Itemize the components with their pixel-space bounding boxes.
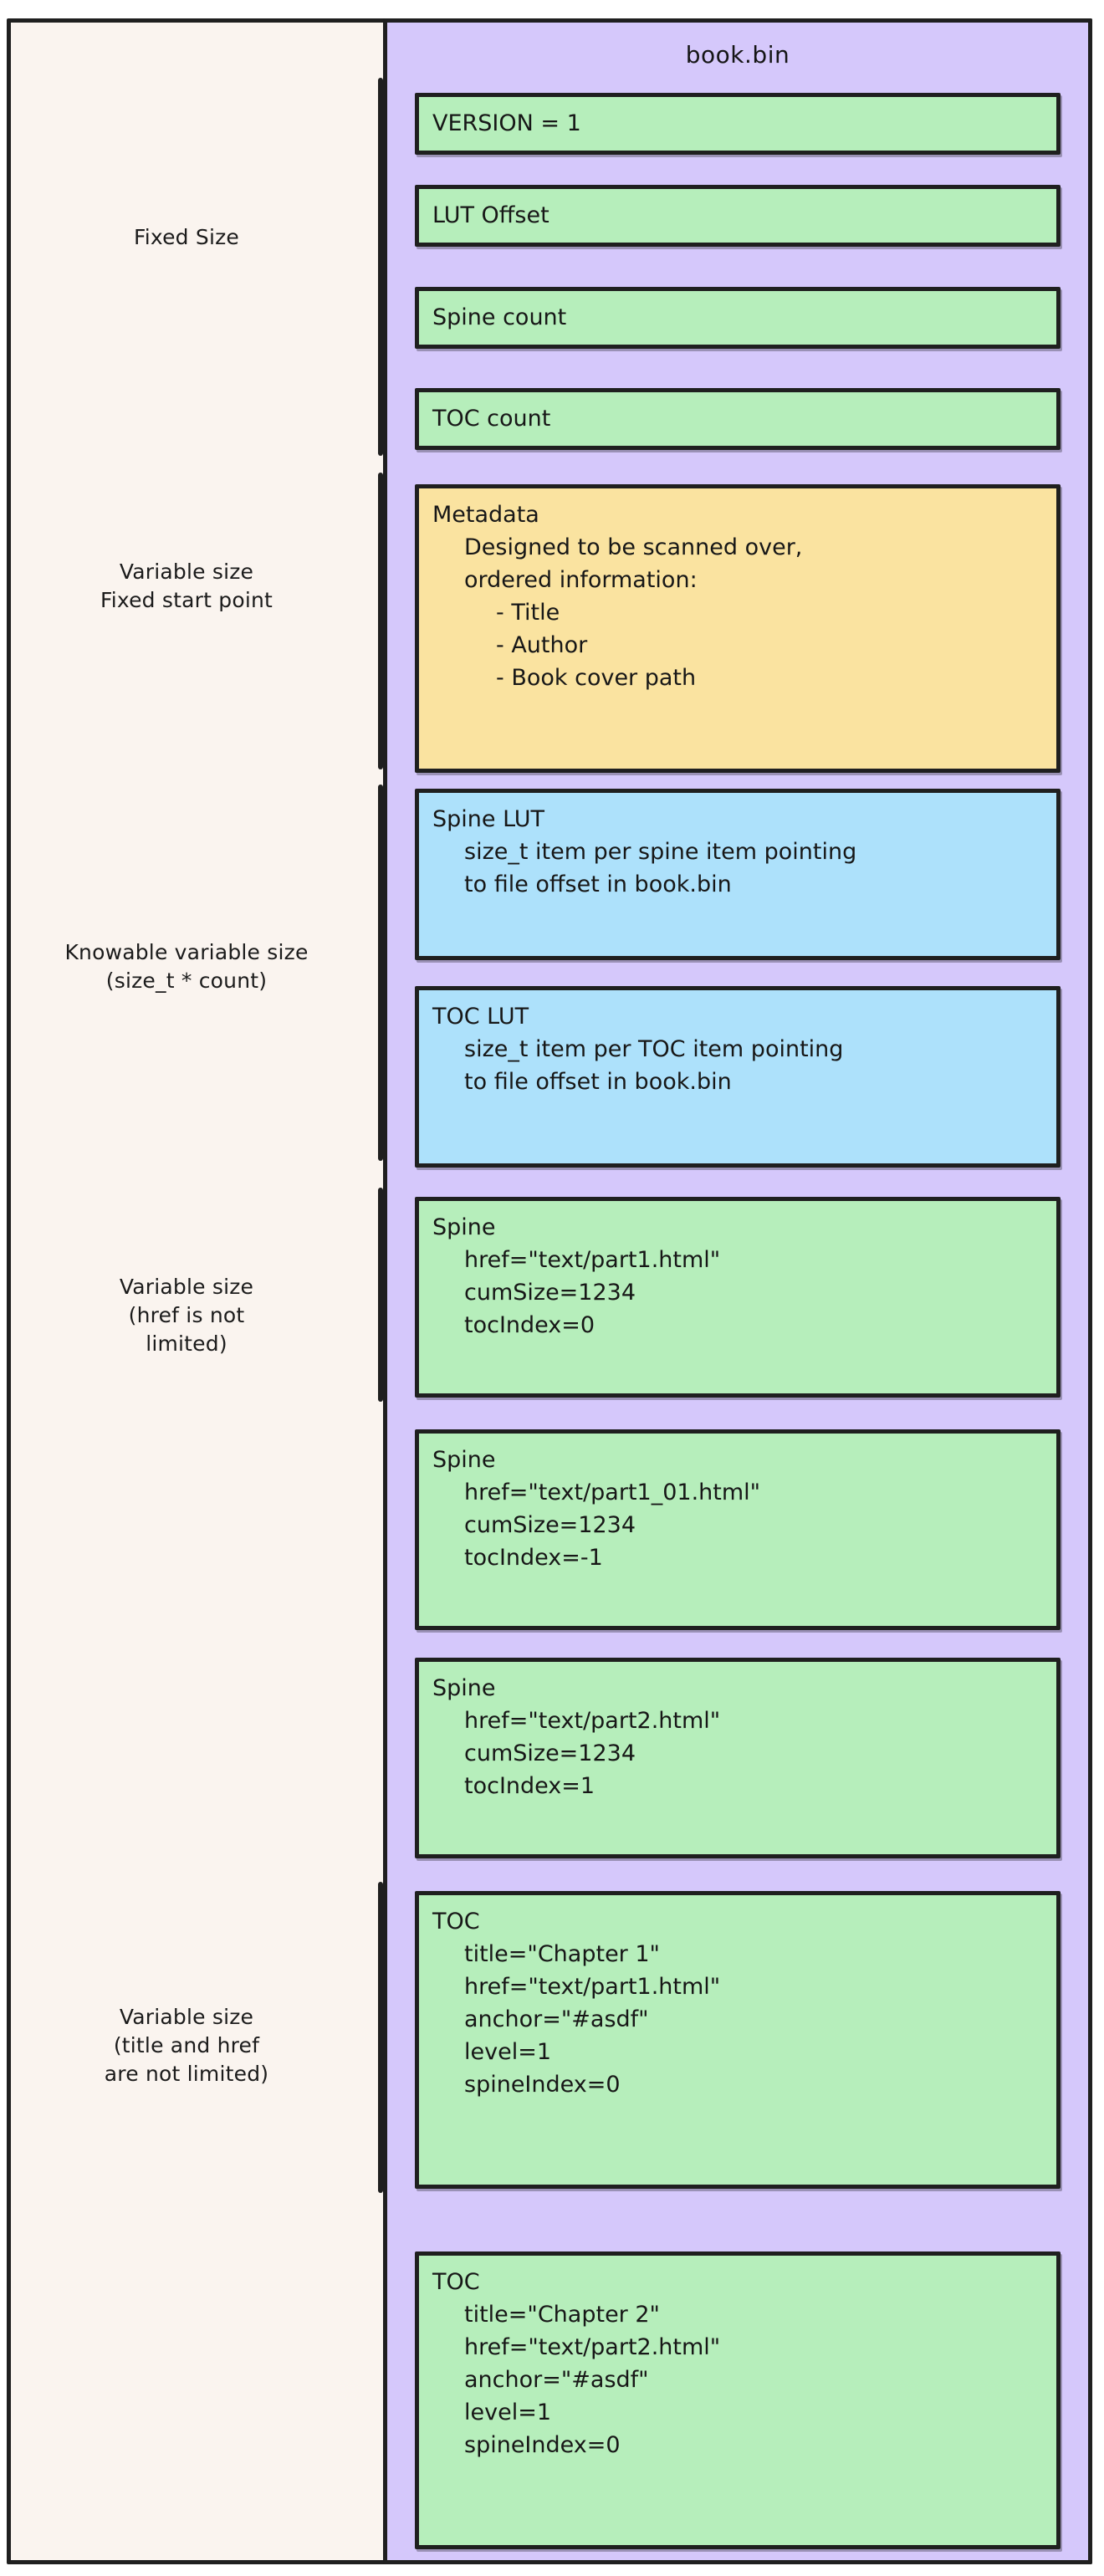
group-bracket-variable-href: [378, 1188, 383, 1402]
record-line: - Book cover path: [496, 665, 697, 691]
record-line: - Author: [496, 632, 588, 658]
record-toc-count: TOC count: [415, 388, 1061, 450]
record-line: spineIndex=0: [464, 2432, 621, 2458]
record-line: href="text/part2.html": [464, 2334, 721, 2360]
annotation-variable-href: Variable size (href is not limited): [11, 1273, 362, 1358]
record-toc-1: TOC title="Chapter 1" href="text/part1.h…: [415, 1891, 1061, 2189]
record-line: size_t item per TOC item pointing: [464, 1036, 844, 1062]
record-line: anchor="#asdf": [464, 2367, 649, 2393]
annotation-line: (title and href: [113, 2033, 260, 2057]
annotation-line: limited): [146, 1331, 227, 1356]
annotation-variable-fixed-start: Variable size Fixed start point: [11, 558, 362, 615]
record-toc-lut: TOC LUT size_t item per TOC item pointin…: [415, 986, 1061, 1168]
record-line: href="text/part2.html": [464, 1708, 721, 1734]
annotation-knowable-variable-size: Knowable variable size (size_t * count): [11, 938, 362, 995]
annotation-line: Variable size: [119, 2005, 254, 2029]
record-line: Spine: [432, 1675, 496, 1701]
record-line: tocIndex=1: [464, 1773, 595, 1799]
book-bin-container: book.bin VERSION = 1 LUT Offset Spine co…: [383, 18, 1092, 2564]
record-line: level=1: [464, 2039, 552, 2065]
record-line: cumSize=1234: [464, 1740, 636, 1766]
annotation-line: Variable size: [119, 560, 254, 584]
record-line: TOC: [432, 1909, 480, 1935]
annotation-line: Fixed Size: [133, 225, 240, 249]
annotation-variable-title-href: Variable size (title and href are not li…: [11, 2003, 362, 2088]
record-line: cumSize=1234: [464, 1280, 636, 1306]
record-line: title="Chapter 1": [464, 1941, 660, 1967]
record-line: cumSize=1234: [464, 1512, 636, 1538]
record-line: Spine LUT: [432, 806, 545, 832]
record-line: Metadata: [432, 502, 539, 528]
record-line: TOC count: [432, 405, 551, 432]
annotation-line: Variable size: [119, 1275, 254, 1299]
group-bracket-fixed-size: [378, 78, 383, 456]
annotation-line: Fixed start point: [100, 588, 273, 612]
annotation-line: (href is not: [128, 1303, 245, 1327]
record-spine-lut: Spine LUT size_t item per spine item poi…: [415, 789, 1061, 960]
record-line: to file offset in book.bin: [464, 871, 732, 897]
record-metadata: Metadata Designed to be scanned over, or…: [415, 484, 1061, 773]
record-line: TOC LUT: [432, 1004, 529, 1030]
record-line: Designed to be scanned over,: [464, 534, 803, 560]
record-line: href="text/part1.html": [464, 1247, 721, 1273]
record-line: spineIndex=0: [464, 2072, 621, 2098]
record-toc-2: TOC title="Chapter 2" href="text/part2.h…: [415, 2251, 1061, 2549]
record-line: anchor="#asdf": [464, 2006, 649, 2032]
record-line: Spine count: [432, 304, 567, 330]
record-line: VERSION = 1: [432, 110, 581, 136]
record-version: VERSION = 1: [415, 93, 1061, 155]
record-spine-count: Spine count: [415, 287, 1061, 349]
annotation-column: Fixed Size Variable size Fixed start poi…: [11, 23, 383, 2560]
record-line: href="text/part1.html": [464, 1974, 721, 2000]
record-line: level=1: [464, 2400, 552, 2425]
record-lut-offset: LUT Offset: [415, 185, 1061, 247]
record-spine-1: Spine href="text/part1.html" cumSize=123…: [415, 1197, 1061, 1398]
container-title: book.bin: [685, 41, 790, 69]
group-bracket-knowable-variable: [378, 785, 383, 1161]
record-line: Spine: [432, 1447, 496, 1473]
annotation-line: are not limited): [104, 2062, 269, 2086]
annotation-line: (size_t * count): [105, 969, 268, 993]
record-spine-3: Spine href="text/part2.html" cumSize=123…: [415, 1658, 1061, 1858]
record-line: Spine: [432, 1214, 496, 1240]
record-line: size_t item per spine item pointing: [464, 839, 857, 865]
record-line: - Title: [496, 600, 560, 626]
record-line: tocIndex=0: [464, 1312, 595, 1338]
record-spine-2: Spine href="text/part1_01.html" cumSize=…: [415, 1429, 1061, 1630]
record-line: tocIndex=-1: [464, 1545, 603, 1571]
annotation-line: Knowable variable size: [64, 940, 309, 964]
group-bracket-variable-title-href: [378, 1882, 383, 2193]
record-line: to file offset in book.bin: [464, 1069, 732, 1095]
record-line: ordered information:: [464, 567, 698, 593]
record-line: title="Chapter 2": [464, 2302, 660, 2328]
group-bracket-variable-fixed-start: [378, 473, 383, 769]
record-line: href="text/part1_01.html": [464, 1480, 761, 1505]
record-line: TOC: [432, 2269, 480, 2295]
record-line: LUT Offset: [432, 202, 549, 228]
annotation-fixed-size: Fixed Size: [11, 223, 362, 252]
